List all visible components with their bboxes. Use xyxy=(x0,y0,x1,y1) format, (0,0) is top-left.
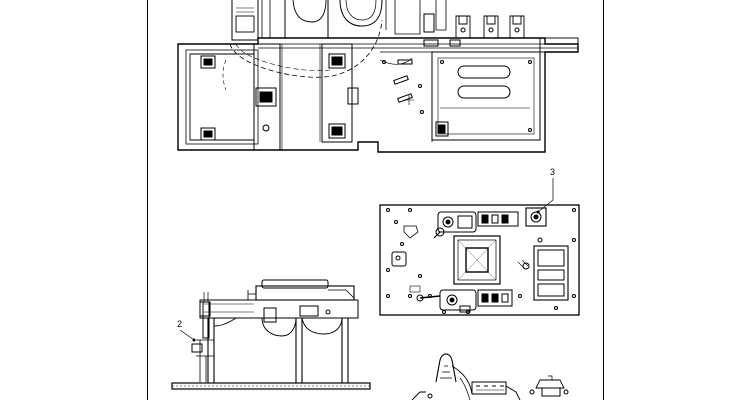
callout-3-label: 3 xyxy=(550,167,555,177)
left-frame-line xyxy=(147,0,148,400)
callout-3: 3 xyxy=(536,167,555,214)
frame-outline xyxy=(177,37,579,153)
control-panel-plate xyxy=(379,204,580,316)
right-frame-line xyxy=(603,0,604,400)
side-elevation-frame xyxy=(171,279,371,390)
callout-2: 2 xyxy=(177,319,196,342)
callout-2-label: 2 xyxy=(177,319,182,329)
upper-frame-assembly xyxy=(177,0,579,153)
joystick-detail xyxy=(411,353,569,400)
